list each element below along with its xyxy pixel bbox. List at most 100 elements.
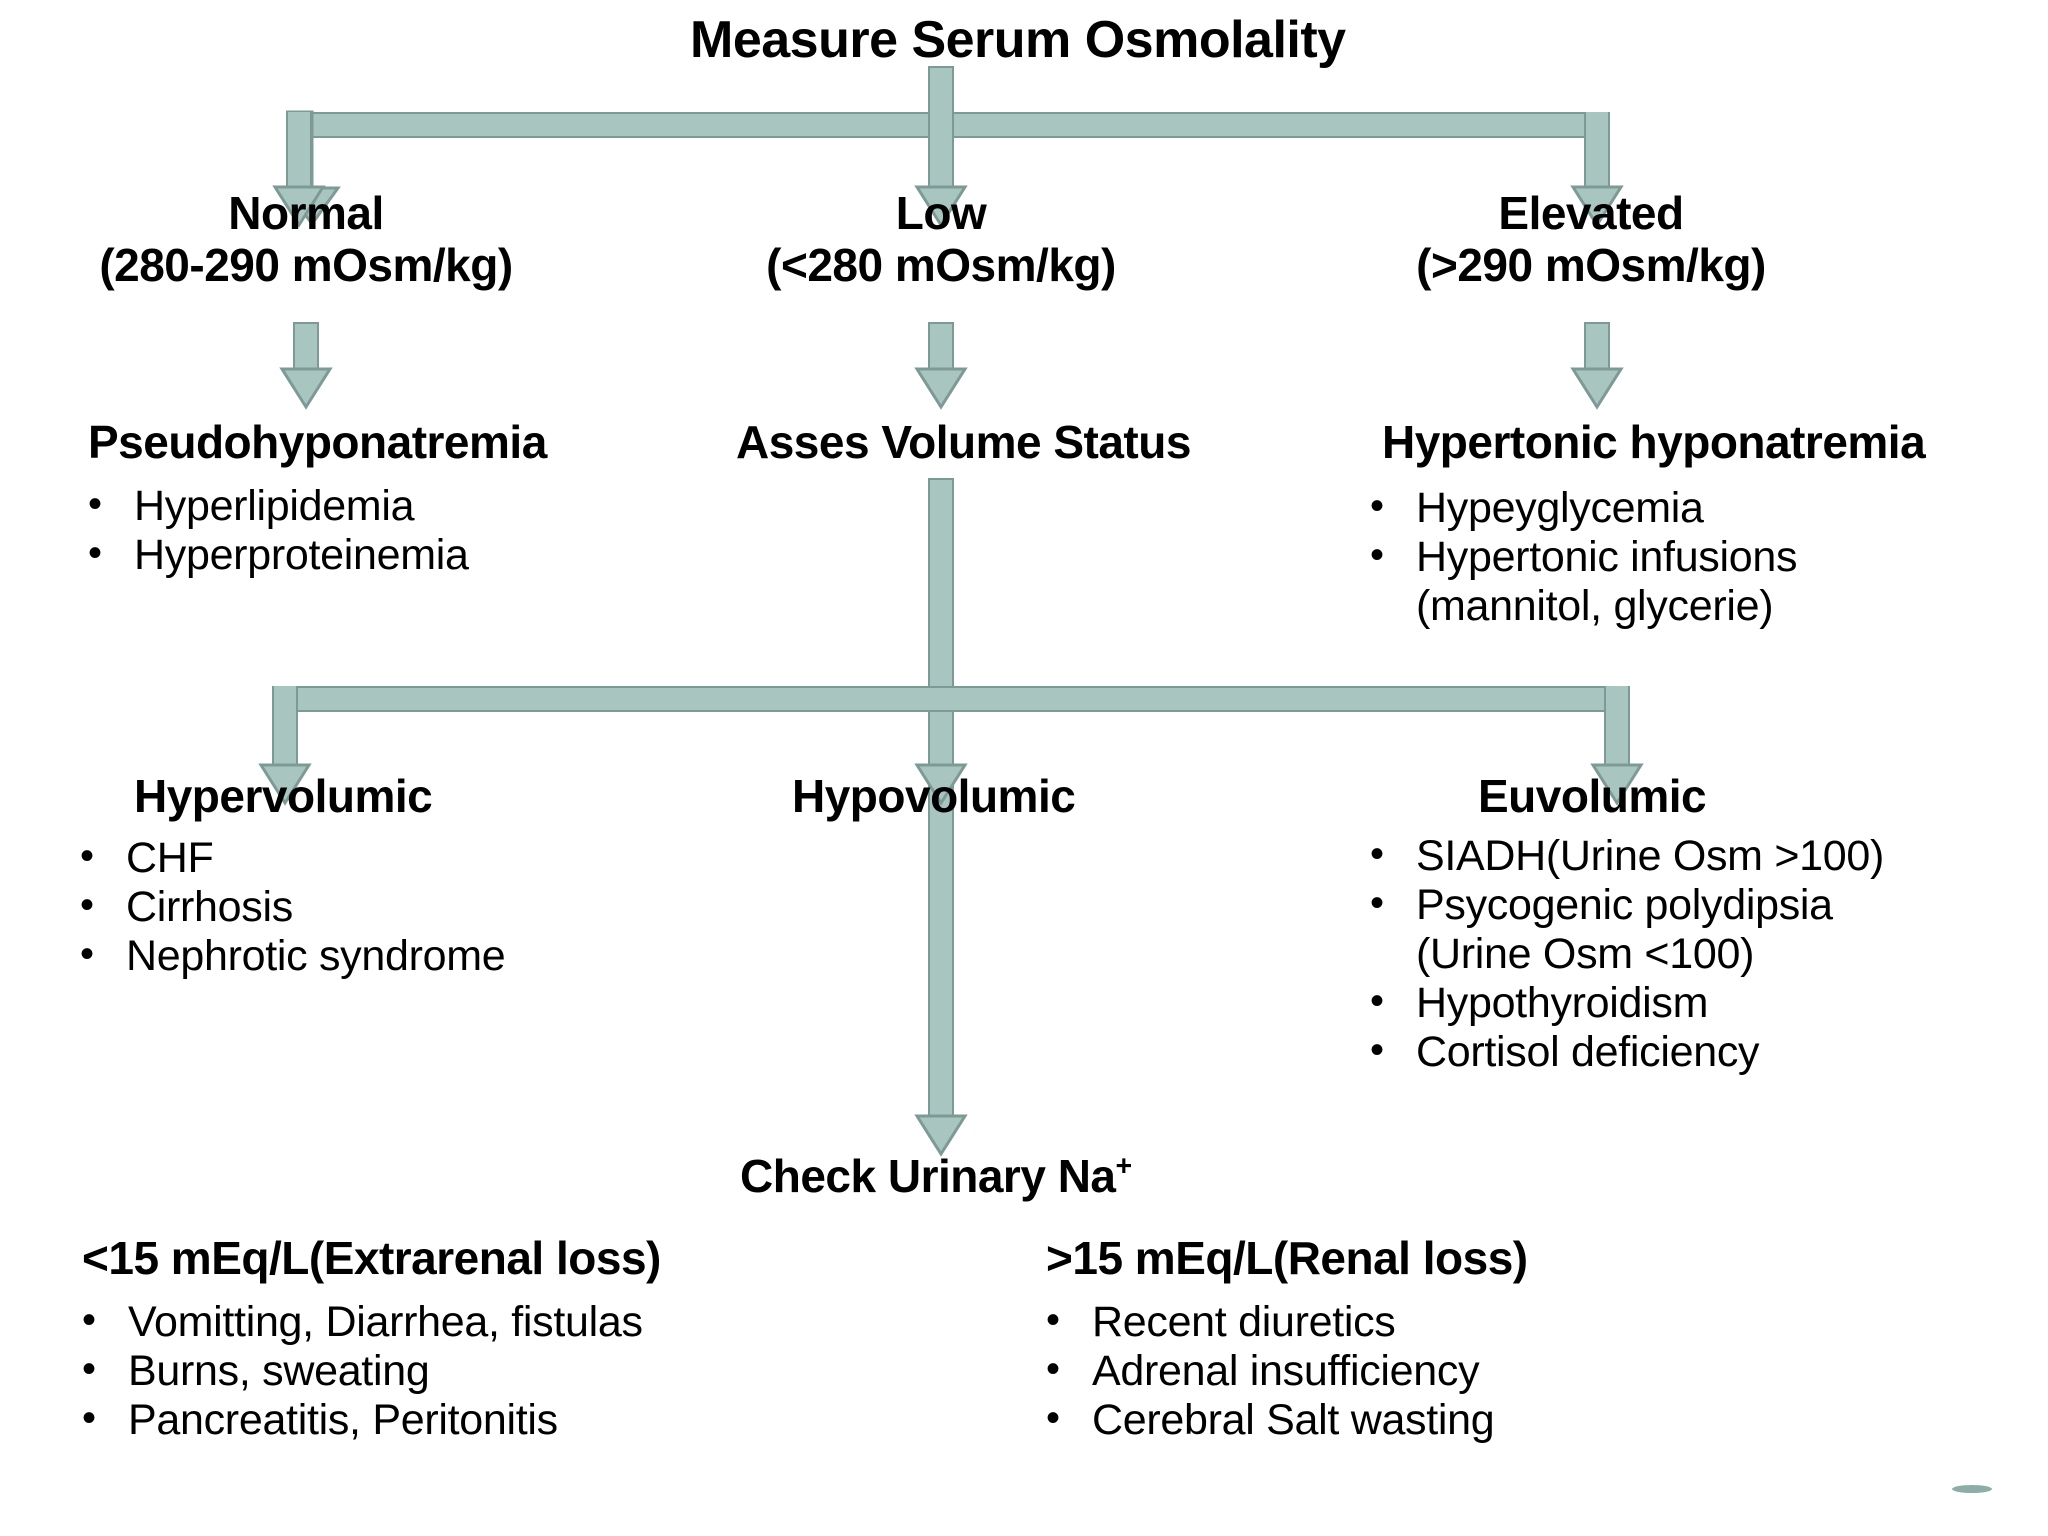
arrowhead-check-urinary-na	[914, 1114, 968, 1157]
arrowhead-elevated	[1570, 185, 1624, 228]
bullet-icon: •	[1046, 1396, 1060, 1441]
list-item-label: Cerebral Salt wasting	[1092, 1396, 1495, 1445]
bullet-icon: •	[80, 932, 94, 977]
list-item: • SIADH(Urine Osm >100)	[1370, 832, 2048, 881]
arrow-stem-assess	[928, 322, 954, 370]
arrow-stem-normal	[286, 112, 312, 188]
list-item: • Hypeyglycemia	[1370, 484, 2030, 533]
arrow-stem-elevated	[1584, 112, 1610, 188]
branch-elevated-range: (>290 mOsm/kg)	[1416, 238, 1766, 291]
list-item: • Pancreatitis, Peritonitis	[82, 1396, 802, 1445]
list-item-label: Nephrotic syndrome	[126, 932, 506, 981]
arrowhead-hypovolumic	[914, 763, 968, 806]
list-item: • Cirrhosis	[80, 883, 700, 932]
connector-stem-title	[928, 66, 954, 114]
node-hypervolumic-list: • CHF • Cirrhosis • Nephrotic syndrome	[80, 834, 700, 981]
node-check-urinary-na-heading: Check Urinary Na+	[740, 1150, 1133, 1202]
list-item-continuation: (mannitol, glycerie)	[1416, 582, 1774, 631]
node-pseudohyponatremia-list: • Hyperlipidemia • Hyperproteinemia	[88, 482, 708, 580]
list-item-label: Hyperlipidemia	[134, 482, 415, 530]
list-item: • Cerebral Salt wasting	[1046, 1396, 1766, 1445]
bullet-icon: •	[82, 1396, 96, 1441]
node-hypertonic-hyponatremia-list: • Hypeyglycemia • Hypertonic infusions (…	[1370, 484, 2030, 631]
bullet-icon: •	[88, 482, 102, 526]
node-renal-loss-heading: >15 mEq/L(Renal loss)	[1046, 1232, 1528, 1284]
list-item: • Burns, sweating	[82, 1347, 802, 1396]
node-assess-volume-status-heading: Asses Volume Status	[736, 416, 1191, 468]
branch-low-range: (<280 mOsm/kg)	[766, 238, 1116, 291]
list-item-label: Cortisol deficiency	[1416, 1028, 1760, 1077]
list-item-label: SIADH(Urine Osm >100)	[1416, 832, 1885, 880]
branch-normal-range: (280-290 mOsm/kg)	[99, 238, 513, 291]
list-item-label: Burns, sweating	[128, 1347, 430, 1396]
bullet-icon: •	[1370, 881, 1384, 926]
arrowhead-pseudo	[279, 367, 333, 410]
list-item: • Hyperproteinemia	[88, 531, 708, 580]
arrowhead-hypertonic	[1570, 367, 1624, 410]
arrow-stem-hypertonic	[1584, 322, 1610, 370]
list-item-label: CHF	[126, 834, 214, 882]
page-title: Measure Serum Osmolality	[690, 11, 1346, 69]
node-hypertonic-hyponatremia-heading: Hypertonic hyponatremia	[1382, 416, 1926, 468]
bullet-icon: •	[1046, 1298, 1060, 1342]
list-item: • Hypothyroidism	[1370, 979, 2048, 1028]
list-item-label: Adrenal insufficiency	[1092, 1347, 1480, 1396]
arrowhead-low	[914, 185, 968, 228]
bullet-icon: •	[80, 883, 94, 928]
list-item: • CHF	[80, 834, 700, 883]
connector-bus-volume	[272, 686, 1630, 712]
bullet-icon: •	[1370, 832, 1384, 876]
list-item: • Cortisol deficiency	[1370, 1028, 2048, 1077]
arrowhead-euvolumic	[1590, 763, 1644, 806]
bullet-icon: •	[82, 1347, 96, 1392]
arrow-stem-low	[928, 112, 954, 188]
bullet-icon: •	[88, 531, 102, 576]
decorative-mark	[1952, 1485, 1992, 1493]
branch-low-label: Low	[895, 187, 987, 239]
branch-low: Low (<280 mOsm/kg)	[695, 187, 1187, 291]
list-item-label: Hyperproteinemia	[134, 531, 469, 580]
arrow-stem-euvolumic	[1604, 686, 1630, 766]
node-extrarenal-loss-list: • Vomitting, Diarrhea, fistulas • Burns,…	[82, 1298, 802, 1445]
list-item: • Adrenal insufficiency	[1046, 1347, 1766, 1396]
node-renal-loss-list: • Recent diuretics • Adrenal insufficien…	[1046, 1298, 1766, 1445]
list-item-label: Psycogenic polydipsia	[1416, 881, 1833, 930]
list-item-continuation: (Urine Osm <100)	[1416, 930, 1755, 979]
bullet-icon: •	[80, 834, 94, 878]
list-item-label: Recent diuretics	[1092, 1298, 1396, 1346]
arrowhead-hypervolumic	[258, 763, 312, 806]
branch-normal: Normal (280-290 mOsm/kg)	[60, 187, 552, 291]
list-item: • Vomitting, Diarrhea, fistulas	[82, 1298, 802, 1347]
list-item-label: Hypothyroidism	[1416, 979, 1709, 1028]
na-superscript: +	[1115, 1150, 1133, 1183]
list-item-label: Hypeyglycemia	[1416, 484, 1704, 532]
list-item: • Nephrotic syndrome	[80, 932, 700, 981]
bullet-icon: •	[1046, 1347, 1060, 1392]
arrow-stem-pseudo	[293, 322, 319, 370]
check-urinary-na-label: Check Urinary Na	[740, 1150, 1116, 1202]
arrow-stem-hypervolumic	[272, 686, 298, 766]
branch-normal-label: Normal	[228, 187, 384, 239]
arrowhead-normal	[272, 185, 326, 228]
node-extrarenal-loss-heading: <15 mEq/L(Extrarenal loss)	[82, 1232, 661, 1284]
list-item: • Hypertonic infusions	[1370, 533, 2030, 582]
branch-elevated: Elevated (>290 mOsm/kg)	[1345, 187, 1837, 291]
list-item-label: Vomitting, Diarrhea, fistulas	[128, 1298, 643, 1346]
list-item-label: Cirrhosis	[126, 883, 293, 932]
list-item-label: Pancreatitis, Peritonitis	[128, 1396, 558, 1445]
node-euvolumic-list: • SIADH(Urine Osm >100) • Psycogenic pol…	[1370, 832, 2048, 1077]
bullet-icon: •	[1370, 533, 1384, 578]
bullet-icon: •	[1370, 979, 1384, 1024]
bullet-icon: •	[1370, 484, 1384, 528]
node-pseudohyponatremia-heading: Pseudohyponatremia	[88, 416, 547, 468]
branch-elevated-label: Elevated	[1498, 187, 1684, 239]
list-item: • Hyperlipidemia	[88, 482, 708, 531]
arrowhead-assess	[914, 367, 968, 410]
list-item: • Psycogenic polydipsia	[1370, 881, 2048, 930]
bullet-icon: •	[1370, 1028, 1384, 1073]
node-hypovolumic-heading: Hypovolumic	[792, 770, 1076, 822]
node-hypervolumic-heading: Hypervolumic	[134, 770, 433, 822]
list-item-label: Hypertonic infusions	[1416, 533, 1798, 582]
list-item: • Recent diuretics	[1046, 1298, 1766, 1347]
